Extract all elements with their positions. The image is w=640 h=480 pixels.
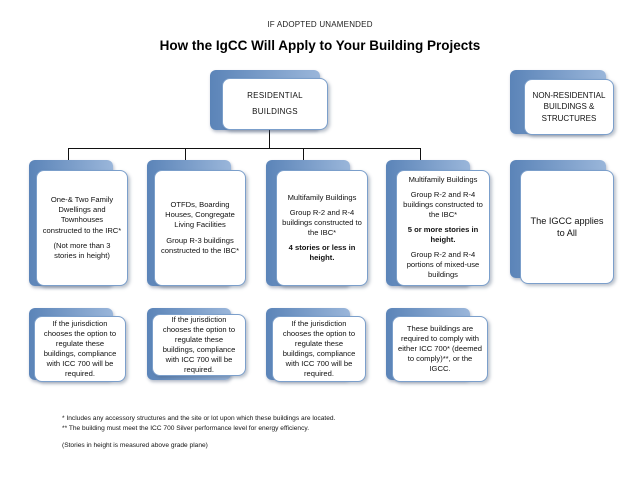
col1-outcome-text: If the jurisdiction chooses the option t… <box>43 318 117 379</box>
footnote-3: (Stories in height is measured above gra… <box>62 442 208 450</box>
col2-category-box: OTFDs, Boarding Houses, Congregate Livin… <box>154 170 246 286</box>
col4-mixed-use-text: Group R-2 and R-4 portions of mixed-use … <box>406 250 480 280</box>
connector-col1 <box>68 148 69 162</box>
col3-outcome-text: If the jurisdiction chooses the option t… <box>282 318 356 379</box>
footnote-1: * Includes any accessory structures and … <box>62 415 336 422</box>
footnotes: * Includes any accessory structures and … <box>62 414 335 451</box>
col2-outcome-box: If the jurisdiction chooses the option t… <box>152 314 246 376</box>
col4-category-box: Multifamily Buildings Group R-2 and R-4 … <box>396 170 490 286</box>
col2-outcome-text: If the jurisdiction chooses the option t… <box>162 314 236 375</box>
kicker-text: IF ADOPTED UNAMENDED <box>267 20 373 29</box>
col3-group-text: Group R-2 and R-4 buildings constructed … <box>282 207 362 237</box>
col2-category-text: OTFDs, Boarding Houses, Congregate Livin… <box>165 200 235 230</box>
col4-group-text: Group R-2 and R-4 buildings constructed … <box>403 189 483 219</box>
col3-outcome-box: If the jurisdiction chooses the option t… <box>272 316 366 382</box>
connector-root-down <box>269 124 270 149</box>
col1-category-text: One-& Two Family Dwellings and Townhouse… <box>42 195 122 235</box>
col1-category-box: One-& Two Family Dwellings and Townhouse… <box>36 170 128 286</box>
col3-category-box: Multifamily Buildings Group R-2 and R-4 … <box>276 170 368 286</box>
connector-col3 <box>303 148 304 162</box>
nonresidential-box: NON-RESIDENTIAL BUILDINGS & STRUCTURES <box>524 79 614 135</box>
col2-group-text: Group R-3 buildings constructed to the I… <box>160 235 240 255</box>
col3-category-text: Multifamily Buildings <box>287 192 357 202</box>
nonresidential-label: NON-RESIDENTIAL BUILDINGS & STRUCTURES <box>532 90 606 123</box>
residential-label: RESIDENTIAL BUILDINGS <box>247 91 303 116</box>
connector-col4 <box>420 148 421 162</box>
col1-height-note: (Not more than 3 stories in height) <box>53 240 111 260</box>
footnote-2: ** The building must meet the ICC 700 Si… <box>62 424 310 432</box>
col4-category-text: Multifamily Buildings <box>408 174 478 184</box>
col1-outcome-box: If the jurisdiction chooses the option t… <box>34 316 126 382</box>
col4-outcome-text: These buildings are required to comply w… <box>398 323 482 374</box>
nonresidential-applies-text: The IGCC applies to All <box>530 215 604 238</box>
connector-horizontal-bus <box>68 148 420 149</box>
residential-box: RESIDENTIAL BUILDINGS <box>222 78 328 130</box>
col3-height-text: 4 stories or less in height. <box>288 243 356 263</box>
connector-col2 <box>185 148 186 162</box>
col4-height-text: 5 or more stories in height. <box>407 224 479 244</box>
col4-outcome-box: These buildings are required to comply w… <box>392 316 488 382</box>
nonresidential-applies-box: The IGCC applies to All <box>520 170 614 284</box>
page-title: How the IgCC Will Apply to Your Building… <box>159 38 481 53</box>
